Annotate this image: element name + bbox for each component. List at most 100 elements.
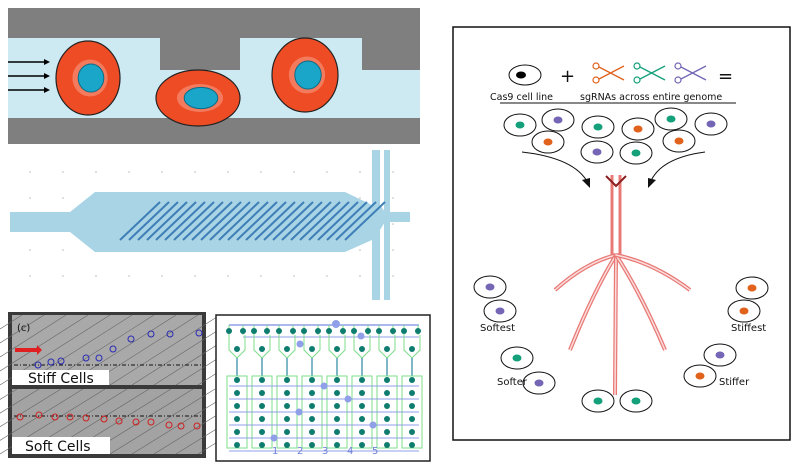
node xyxy=(284,403,290,409)
ridge xyxy=(281,201,323,241)
ridge xyxy=(191,201,233,241)
ridge xyxy=(164,201,206,241)
stiffer-label: Stiffer xyxy=(719,377,750,388)
node xyxy=(251,328,257,334)
cell-nucleus xyxy=(631,149,641,157)
soft-cell xyxy=(165,421,173,429)
ridge xyxy=(290,201,332,241)
node xyxy=(234,429,240,435)
arrow-head-icon xyxy=(648,178,656,188)
node xyxy=(309,346,315,352)
scissors-handle xyxy=(592,62,600,70)
funnel-arrow-left xyxy=(521,151,589,184)
ridge xyxy=(326,201,368,241)
node xyxy=(284,429,290,435)
node xyxy=(376,328,382,334)
softer-label: Softer xyxy=(497,377,528,388)
nucleus xyxy=(183,86,219,110)
via xyxy=(295,408,303,416)
node xyxy=(259,442,265,448)
grid-dot xyxy=(392,275,394,277)
cell-nucleus xyxy=(515,121,525,129)
micrograph-panel: (c) Stiff Cells Soft Cells xyxy=(0,312,353,458)
grid-dot xyxy=(293,275,295,277)
node xyxy=(384,403,390,409)
grid-dot xyxy=(359,171,361,173)
node xyxy=(415,328,421,334)
library-equation xyxy=(508,62,707,86)
node xyxy=(340,328,346,334)
soft-cell xyxy=(16,413,24,421)
soft-cell xyxy=(177,422,185,430)
scissors-handle xyxy=(674,62,682,70)
stiff-cell xyxy=(34,361,42,369)
node xyxy=(259,403,265,409)
cell-nucleus xyxy=(485,283,495,291)
node xyxy=(309,442,315,448)
node xyxy=(276,328,282,334)
node xyxy=(259,390,265,396)
node xyxy=(284,442,290,448)
cell-nucleus xyxy=(739,307,749,315)
plus-sign: + xyxy=(560,66,575,87)
equals-sign: = xyxy=(718,66,733,87)
node xyxy=(384,429,390,435)
cell-nucleus xyxy=(543,138,553,146)
ridge xyxy=(245,201,287,241)
via xyxy=(369,421,377,429)
circuit-schematic xyxy=(226,320,423,452)
cell-nucleus xyxy=(593,123,603,131)
node xyxy=(264,328,270,334)
node xyxy=(315,328,321,334)
column-number: 1 xyxy=(272,446,278,457)
node xyxy=(384,390,390,396)
diagonal-ridges xyxy=(119,201,386,241)
via xyxy=(344,395,352,403)
stiff-cell xyxy=(109,345,117,353)
grid-dot xyxy=(95,171,97,173)
soft-cell xyxy=(51,413,59,421)
outlet-branch-inner xyxy=(554,254,617,291)
ridge xyxy=(272,201,314,241)
grid-dot xyxy=(128,171,130,173)
grid-dot xyxy=(29,171,31,173)
node xyxy=(284,346,290,352)
ridge-line xyxy=(109,388,216,455)
column-number: 3 xyxy=(322,446,328,457)
grid-dot xyxy=(161,275,163,277)
ridge-line xyxy=(109,314,221,386)
screening-panel: Cas9 cell line sgRNAs across entire geno… xyxy=(452,26,791,441)
softest-label: Softest xyxy=(480,323,515,334)
ridge xyxy=(227,201,269,241)
ridge-line xyxy=(0,388,40,414)
constriction-channel-panel xyxy=(8,8,420,144)
via xyxy=(320,382,328,390)
grid-dot xyxy=(128,275,130,277)
node xyxy=(309,429,315,435)
node xyxy=(234,390,240,396)
soft-label-bg xyxy=(12,437,110,454)
node xyxy=(359,346,365,352)
grid-dot xyxy=(194,275,196,277)
node xyxy=(334,390,340,396)
node xyxy=(384,416,390,422)
node xyxy=(409,416,415,422)
cell-nucleus xyxy=(534,379,544,387)
node xyxy=(234,377,240,383)
trunk xyxy=(610,175,622,255)
soft-cell xyxy=(132,418,140,426)
arrow-head-icon xyxy=(44,87,50,93)
ridge xyxy=(200,201,242,241)
via xyxy=(296,340,304,348)
node xyxy=(384,442,390,448)
node xyxy=(359,429,365,435)
side-channel xyxy=(384,150,390,300)
panel-label: (c) xyxy=(17,323,30,334)
cell-nucleus xyxy=(747,284,757,292)
node xyxy=(359,403,365,409)
cell-nucleus xyxy=(512,354,522,362)
node xyxy=(259,416,265,422)
column-number: 5 xyxy=(372,446,378,457)
